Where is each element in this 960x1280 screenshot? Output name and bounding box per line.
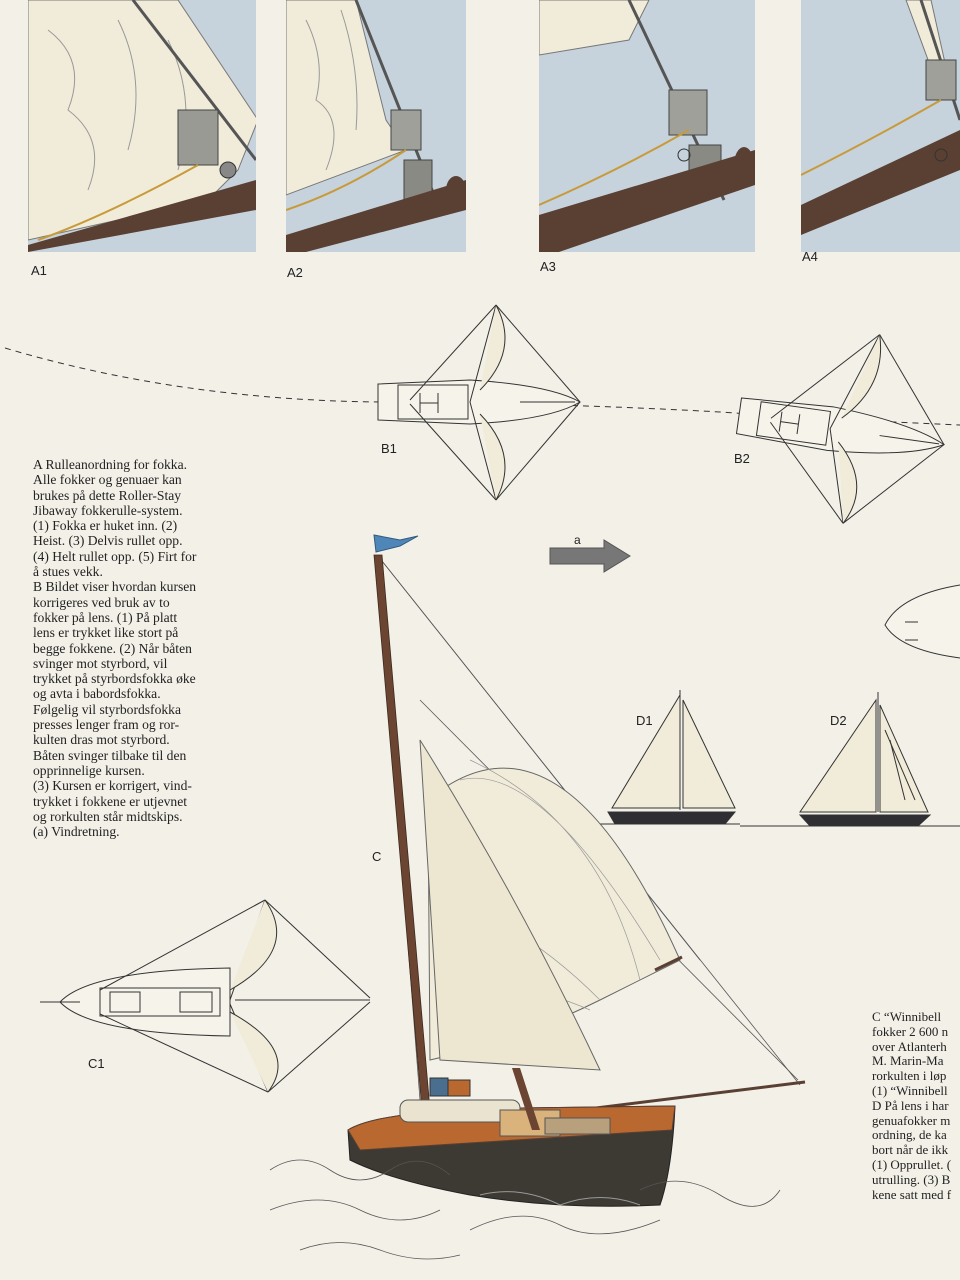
caption-line: kene satt med f: [872, 1186, 952, 1202]
label-b2: B2: [734, 451, 750, 466]
wind-direction-arrow: [549, 539, 631, 573]
panel-a1: [28, 0, 256, 252]
caption-line: opprinnelige kursen.: [33, 762, 145, 778]
partial-boat-top-view: [884, 584, 960, 659]
caption-line: brukes på dette Roller-Stay: [33, 487, 182, 503]
panel-a2: [286, 0, 466, 252]
caption-line: begge fokkene. (2) Når båten: [33, 640, 192, 656]
label-b1: B1: [381, 441, 397, 456]
caption-line: og avta i babordsfokka.: [33, 686, 161, 702]
caption-line: trykket på styrbordsfokka øke: [33, 671, 196, 687]
caption-line: Heist. (3) Delvis rullet opp.: [33, 533, 183, 549]
caption-line: lens er trykket like stort på: [33, 625, 179, 641]
caption-line: (a) Vindretning.: [33, 824, 120, 840]
caption-line: presses lenger fram og ror-: [33, 717, 180, 733]
caption-line: (1) Fokka er huket inn. (2): [33, 518, 178, 534]
caption-line: trykket i fokkene er utjevnet: [33, 793, 188, 809]
boat-top-view-b1: [377, 304, 581, 501]
boat-top-view-c1: [40, 899, 371, 1093]
caption-line: ordning, de ka: [872, 1127, 947, 1143]
caption-line: og rorkulten står midtskips.: [33, 808, 183, 824]
caption-line: (4) Helt rullet opp. (5) Firt for: [33, 548, 197, 564]
caption-line: (3) Kursen er korrigert, vind-: [33, 778, 192, 794]
caption-line: kulten dras mot styrbord.: [33, 732, 170, 748]
caption-line: Båten svinger tilbake til den: [33, 747, 187, 763]
caption-line: (1) Opprullet. (: [872, 1156, 952, 1172]
boat-top-view-b2: [735, 334, 946, 524]
caption-line: svinger mot styrbord, vil: [33, 655, 168, 671]
label-a2: A2: [287, 265, 303, 280]
label-c: C: [372, 849, 382, 864]
caption-line: over Atlanterh: [872, 1038, 947, 1054]
roller-furling-illustration-a3: [539, 0, 755, 252]
sailboat-winnibelle: [269, 534, 806, 1260]
label-a3: A3: [540, 259, 556, 274]
caption-line: C “Winnibell: [872, 1010, 942, 1024]
sailboat-d1: [585, 690, 740, 825]
label-wind: a: [574, 533, 581, 547]
caption-line: B Bildet viser hvordan kursen: [33, 579, 197, 595]
label-c1: C1: [88, 1056, 105, 1071]
caption-left: A Rulleanordning for fokka. Alle fokker …: [33, 457, 233, 839]
caption-line: å stues vekk.: [33, 564, 103, 580]
caption-line: M. Marin-Ma: [872, 1053, 944, 1069]
caption-line: rorkulten i løp: [872, 1068, 947, 1084]
panel-a3: [539, 0, 755, 252]
caption-line: A Rulleanordning for fokka.: [33, 457, 188, 472]
roller-furling-illustration-a2: [286, 0, 466, 252]
caption-line: genuafokker m: [872, 1112, 951, 1128]
caption-line: fokker 2 600 n: [872, 1023, 949, 1039]
sailboat-d2: [740, 692, 960, 827]
caption-line: utrulling. (3) B: [872, 1171, 951, 1187]
roller-furling-illustration-a4: [801, 0, 960, 252]
caption-line: Alle fokker og genuaer kan: [33, 472, 182, 488]
caption-line: Følgelig vil styrbordsfokka: [33, 701, 182, 717]
caption-line: D På lens i har: [872, 1097, 949, 1113]
caption-line: fokker på lens. (1) På platt: [33, 609, 178, 625]
label-d1: D1: [636, 713, 653, 728]
caption-line: korrigeres ved bruk av to: [33, 594, 170, 610]
label-a4: A4: [802, 249, 818, 264]
caption-line: Jibaway fokkerulle-system.: [33, 502, 183, 518]
panel-a4: [801, 0, 960, 252]
caption-right: C “Winnibell fokker 2 600 n over Atlante…: [872, 1010, 960, 1202]
roller-furling-illustration-a1: [28, 0, 256, 252]
caption-line: (1) “Winnibell: [872, 1082, 948, 1098]
label-a1: A1: [31, 263, 47, 278]
label-d2: D2: [830, 713, 847, 728]
caption-line: bort når de ikk: [872, 1142, 949, 1158]
